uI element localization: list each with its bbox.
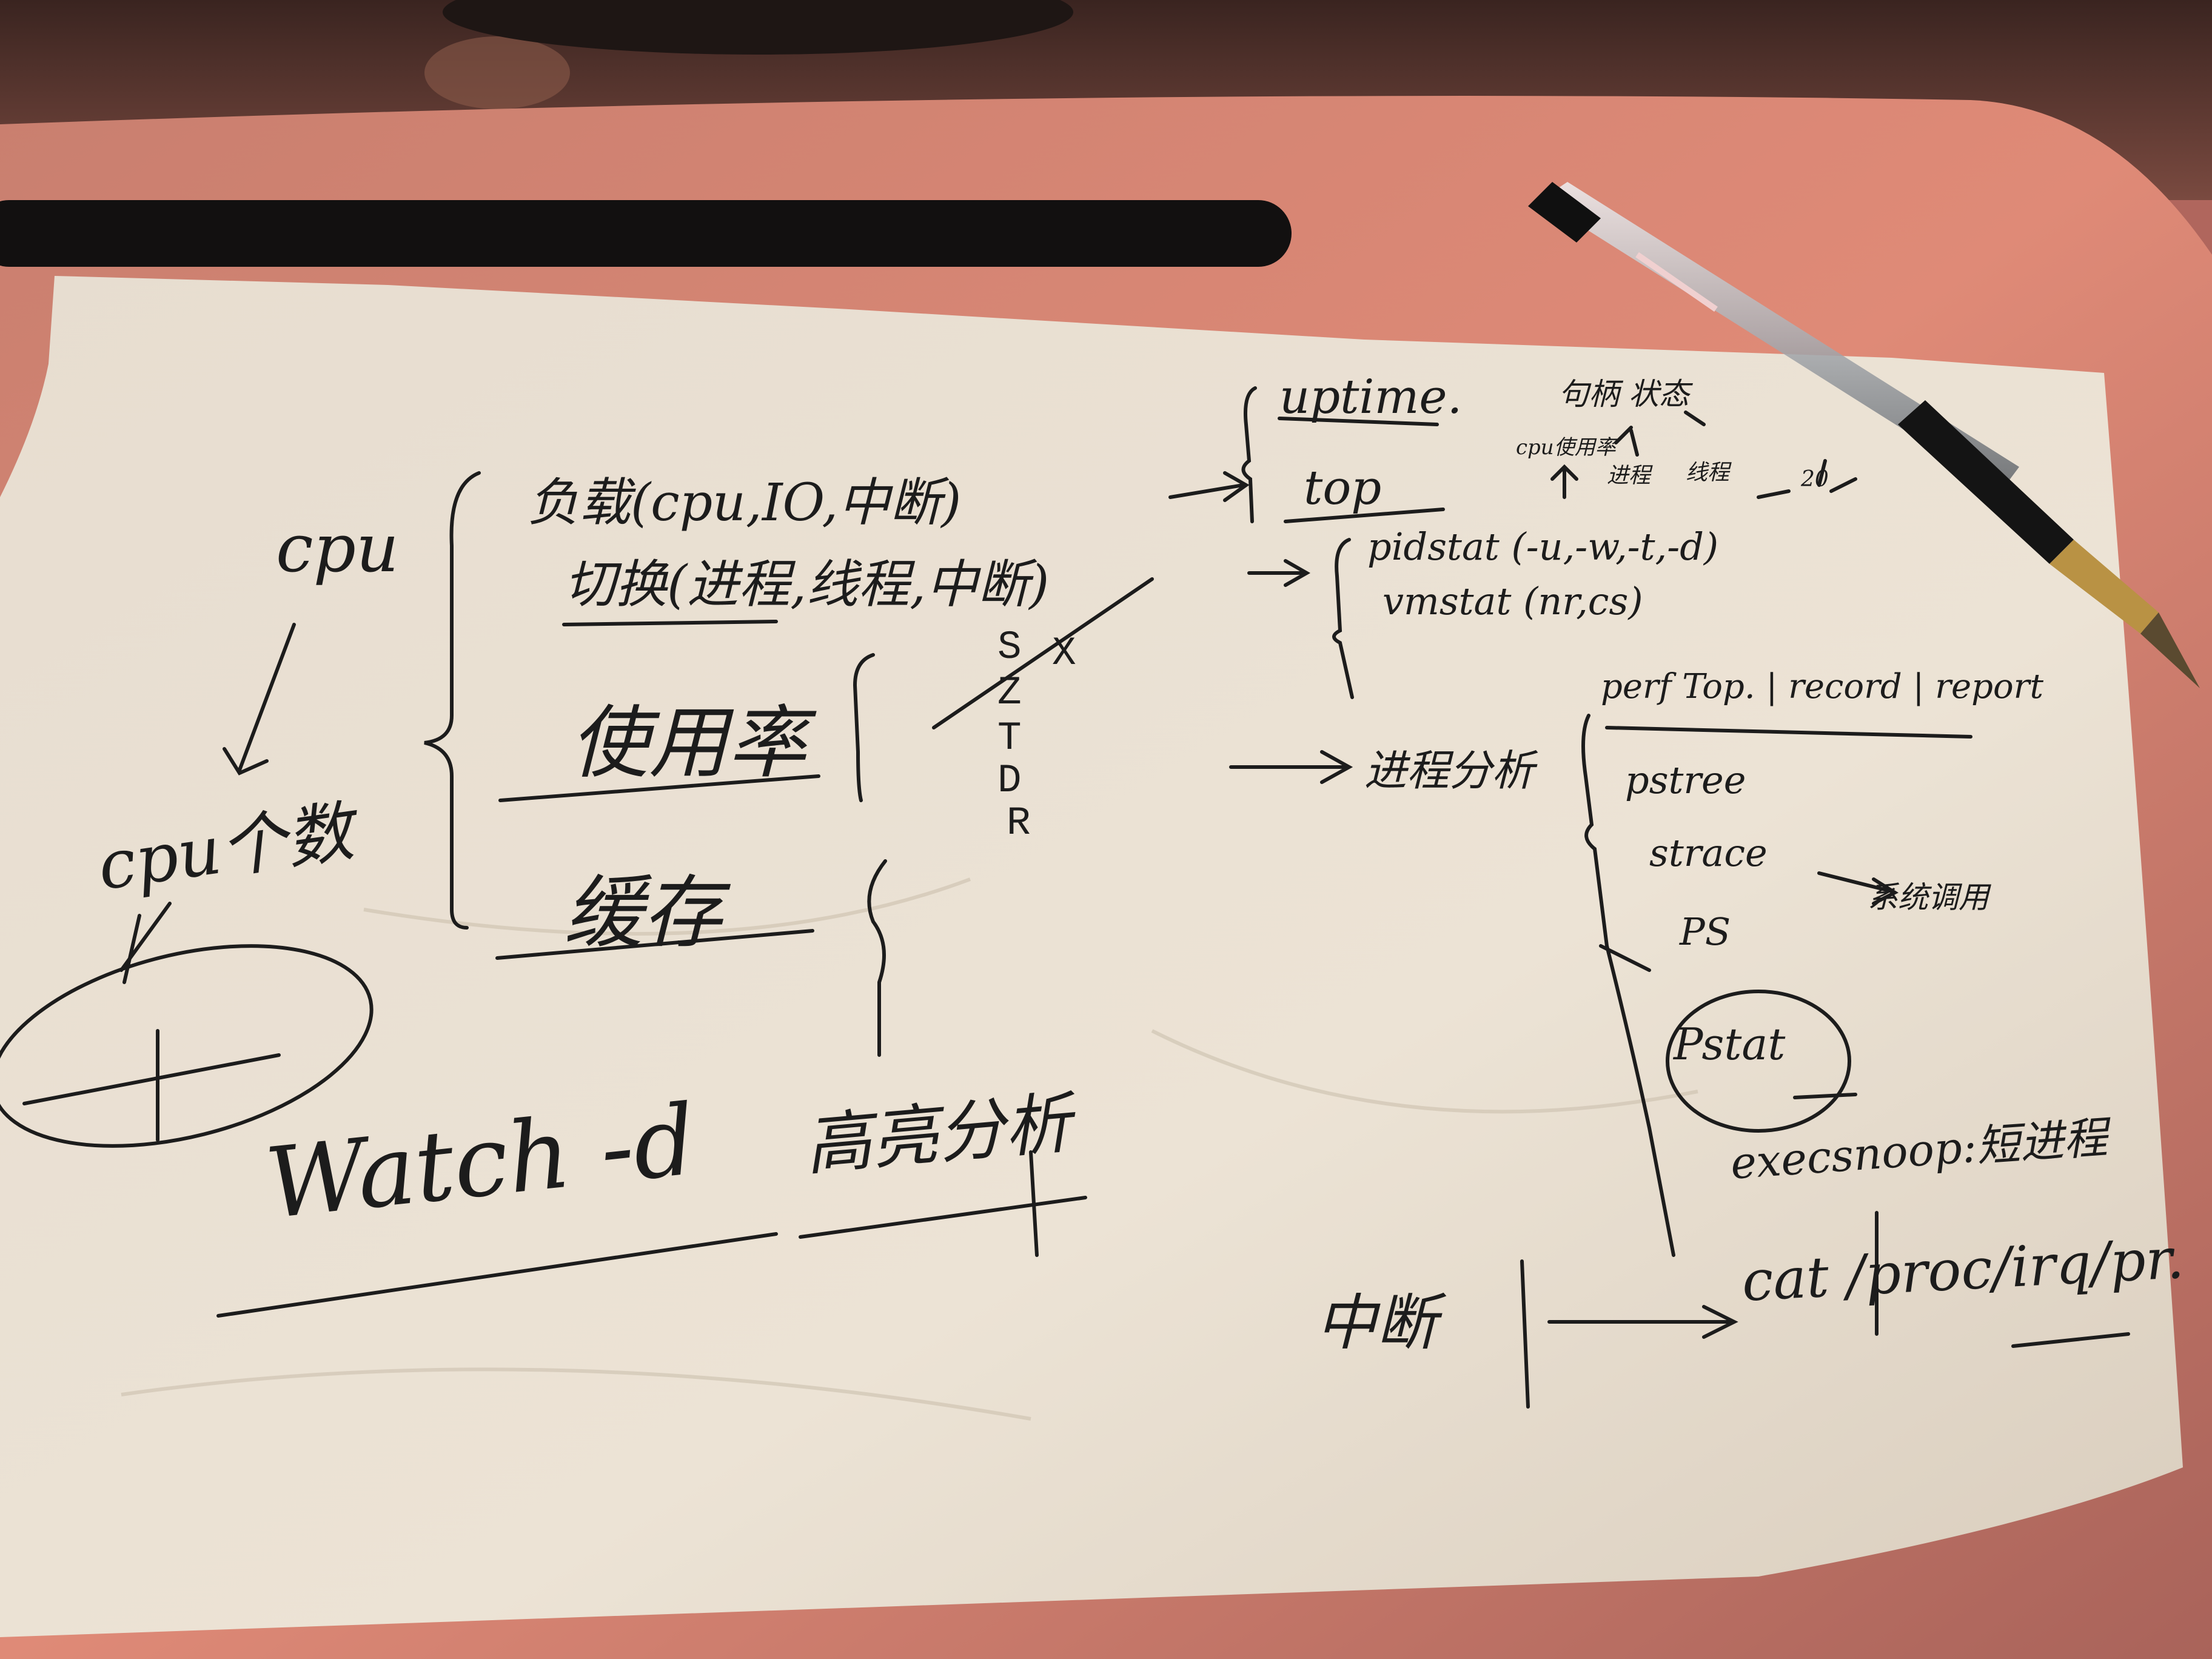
pen xyxy=(1528,182,2200,688)
background-dark-object xyxy=(443,0,1073,55)
background-blur xyxy=(424,36,570,109)
note-perf: perf Top. | record | report xyxy=(1601,667,2043,706)
paper-creases xyxy=(121,877,1698,1421)
handwriting-strokes xyxy=(0,386,2130,1409)
note-ps: PS xyxy=(1680,910,1731,954)
process-state-s: S xyxy=(997,625,1022,670)
note-top: top xyxy=(1304,461,1382,515)
note-small-label-process: 进程 xyxy=(1607,463,1651,488)
note-uptime: uptime. xyxy=(1279,370,1463,424)
note-cpu-heading: cpu xyxy=(276,509,399,587)
process-state-r: R xyxy=(1007,800,1031,846)
process-state-t: T xyxy=(997,716,1022,761)
note-pstat: Pstat xyxy=(1674,1019,1786,1070)
note-load: 负载(cpu,IO,中断) xyxy=(528,473,962,533)
note-top-annotation: 句柄 状态 xyxy=(1558,377,1689,412)
note-context-switch: 切换(进程,线程,中断) xyxy=(564,555,1050,615)
note-small-label-20: 20 xyxy=(1801,467,1829,492)
x-mark: X xyxy=(1052,631,1076,676)
process-state-d: D xyxy=(997,758,1022,803)
process-state-z: Z xyxy=(997,670,1022,716)
note-pstree: pstree xyxy=(1625,758,1746,802)
note-strace: strace xyxy=(1649,831,1768,875)
desk-slot xyxy=(0,200,1292,267)
note-process-analysis: 进程分析 xyxy=(1364,746,1534,796)
note-syscalls: 系统调用 xyxy=(1868,880,1989,915)
paper-sheet xyxy=(0,276,2183,1637)
note-usage: 使用率 xyxy=(570,697,807,789)
note-vmstat: vmstat (nr,cs) xyxy=(1382,579,1643,623)
note-cpu-rate: cpu使用率 xyxy=(1516,435,1616,460)
note-cache: 缓存 xyxy=(564,866,722,959)
note-pidstat: pidstat (-u,-w,-t,-d) xyxy=(1367,525,1719,569)
note-small-label-thread: 线程 xyxy=(1686,460,1730,485)
note-interrupt: 中断 xyxy=(1316,1287,1437,1358)
